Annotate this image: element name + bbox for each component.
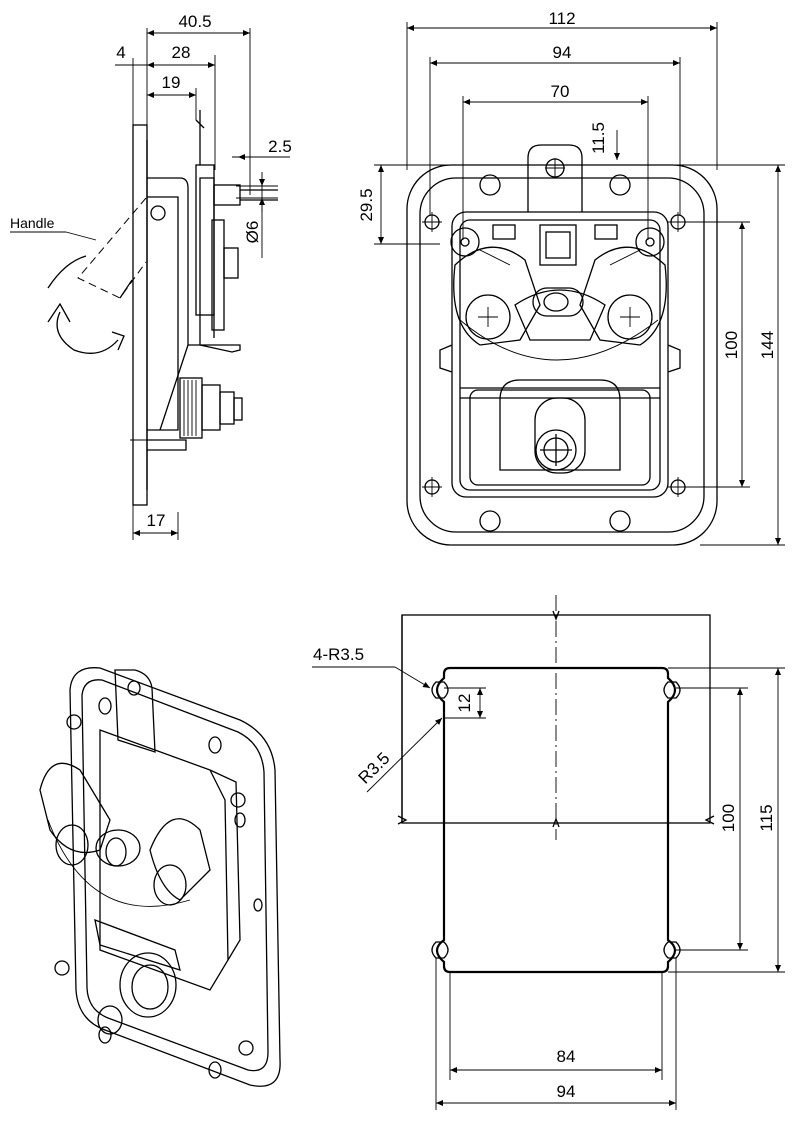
dim-19: 19 bbox=[162, 73, 181, 92]
front-view-labels: 112 94 70 11.5 29.5 100 144 bbox=[357, 9, 777, 359]
dim-84: 84 bbox=[557, 1047, 576, 1066]
dim-94-bottom: 94 bbox=[557, 1082, 576, 1101]
dim-17: 17 bbox=[147, 511, 166, 530]
dim-r3-5: R3.5 bbox=[355, 749, 394, 788]
dim-100-front: 100 bbox=[722, 331, 741, 359]
dim-40-5: 40.5 bbox=[178, 12, 211, 31]
dim-4-r3-5: 4-R3.5 bbox=[313, 645, 364, 664]
handle-label: Handle bbox=[10, 215, 55, 231]
dim-144: 144 bbox=[758, 331, 777, 359]
dim-dia-6: Ø6 bbox=[243, 221, 262, 244]
cutout-view-labels: 4-R3.5 12 R3.5 100 115 84 94 bbox=[313, 645, 776, 1101]
dim-2-5: 2.5 bbox=[268, 137, 292, 156]
dim-4: 4 bbox=[116, 43, 125, 62]
dim-94-top: 94 bbox=[553, 43, 572, 62]
cutout-view bbox=[312, 595, 785, 1110]
dim-12: 12 bbox=[455, 694, 474, 713]
dim-100-cutout: 100 bbox=[719, 804, 738, 832]
dim-70: 70 bbox=[551, 82, 570, 101]
isometric-view bbox=[39, 667, 281, 1087]
dim-29-5: 29.5 bbox=[357, 188, 376, 221]
dim-28: 28 bbox=[172, 43, 191, 62]
side-view bbox=[10, 28, 290, 540]
dim-112: 112 bbox=[548, 9, 575, 28]
dim-11-5: 11.5 bbox=[589, 122, 608, 154]
side-view-labels: 40.5 4 28 19 2.5 Ø6 17 Handle bbox=[10, 12, 292, 530]
front-view bbox=[374, 22, 785, 546]
dim-115: 115 bbox=[757, 804, 776, 831]
